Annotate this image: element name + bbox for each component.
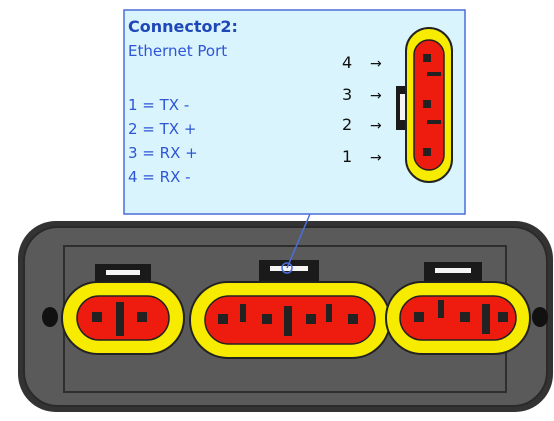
callout-leader — [281, 213, 311, 274]
callout-title: Connector2: — [128, 17, 238, 36]
pin-assignment-3: 3 = RX + — [128, 144, 198, 162]
arrow-right-icon: → — [370, 118, 382, 134]
mount-hole-left-icon — [42, 307, 58, 327]
pin-number-2: 2 — [342, 115, 352, 134]
target-ring-icon — [281, 262, 293, 274]
arrow-right-icon: → — [370, 88, 382, 104]
arrow-right-icon: → — [370, 56, 382, 72]
pin-assignment-4: 4 = RX - — [128, 168, 191, 186]
center-connector — [189, 260, 391, 359]
left-connector — [61, 264, 185, 355]
pin-number-4: 4 — [342, 53, 352, 72]
ethernet-connector-icon — [396, 27, 453, 183]
arrow-right-icon: → — [370, 150, 382, 166]
mount-hole-right-icon — [532, 307, 548, 327]
callout-box: Connector2: Ethernet Port 1 = TX - 2 = T… — [123, 9, 466, 215]
right-connector — [385, 262, 531, 355]
pin-number-1: 1 — [342, 147, 352, 166]
pin-assignment-1: 1 = TX - — [128, 96, 189, 114]
pin-assignment-2: 2 = TX + — [128, 120, 196, 138]
callout-subtitle: Ethernet Port — [128, 42, 227, 60]
pin-number-3: 3 — [342, 85, 352, 104]
